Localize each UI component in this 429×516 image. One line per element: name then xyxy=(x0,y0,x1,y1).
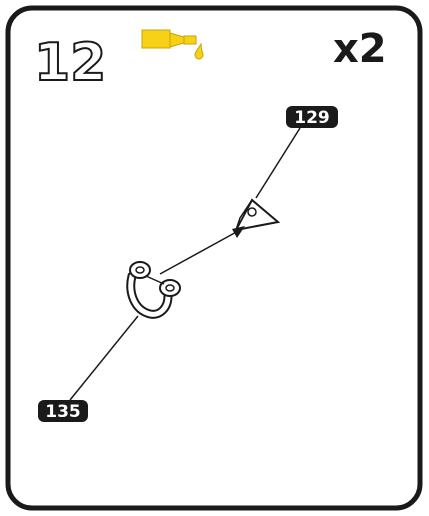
part-label-135: 135 xyxy=(38,400,88,422)
quantity-multiplier: x2 xyxy=(333,26,387,72)
part-label-129: 129 xyxy=(286,106,338,128)
step-number: 12 xyxy=(34,33,106,93)
part-label-135-text: 135 xyxy=(45,402,81,422)
part-label-129-text: 129 xyxy=(294,108,330,128)
